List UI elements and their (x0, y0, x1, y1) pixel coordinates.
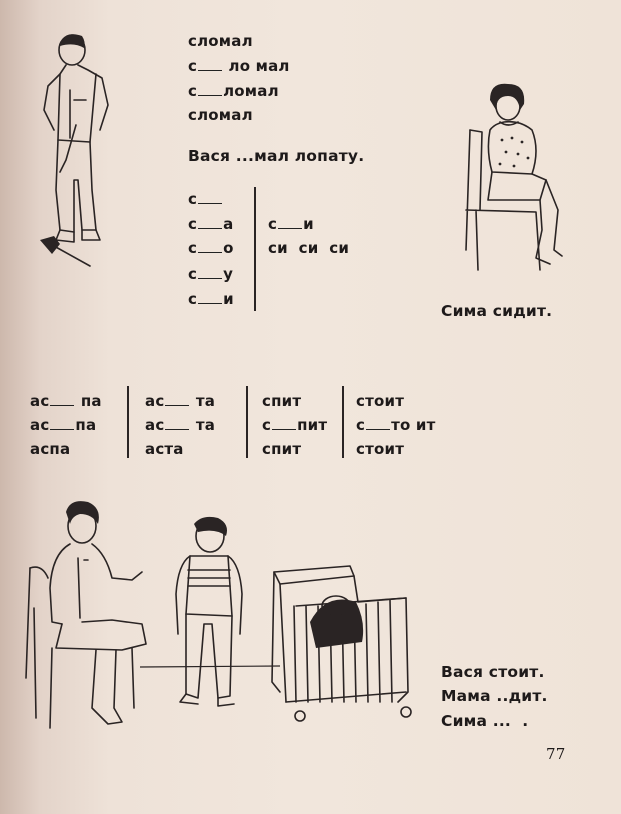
word-slomal-gap-2: с ломал (188, 82, 279, 100)
table-divider-1 (127, 386, 129, 458)
syl: ас (145, 392, 165, 410)
word-slomal-2: сломал (188, 106, 253, 124)
syllable-prefix: с (188, 57, 198, 75)
col-row-1: с (188, 190, 223, 208)
column-divider (254, 187, 256, 311)
syl-pre: с (188, 290, 198, 308)
syl: па (75, 416, 97, 434)
syl: та (195, 416, 216, 434)
table-c2-r2: ас та (145, 416, 215, 434)
syl-post: а (223, 215, 234, 233)
table-c2-r3: аста (145, 440, 184, 458)
syl: ас (30, 392, 50, 410)
syl: па (80, 392, 102, 410)
blank-line (198, 291, 223, 304)
syl-pre: с (188, 265, 198, 283)
syl-pre: с (188, 215, 198, 233)
caption-sima-sidit: Сима сидит. (441, 302, 553, 320)
table-c2-r1: ас та (145, 392, 215, 410)
syl-post: и (303, 215, 314, 233)
syl: та (195, 392, 216, 410)
col-right-row-2: си си си (268, 239, 350, 257)
blank-line (198, 191, 223, 204)
syl: с (262, 416, 272, 434)
blank-line (198, 266, 223, 279)
table-c1-r1: ас па (30, 392, 102, 410)
table-c4-r3: стоит (356, 440, 405, 458)
table-divider-3 (342, 386, 344, 458)
syl: с (356, 416, 366, 434)
word-slomal-gap-1: с ло мал (188, 57, 290, 75)
blank-line (198, 83, 223, 96)
syl-post: и (223, 290, 234, 308)
table-c4-r2: с то ит (356, 416, 436, 434)
blank-line (198, 58, 223, 71)
syl: то ит (391, 416, 436, 434)
boy-standing-illustration (175, 516, 243, 707)
blank-line (272, 417, 297, 430)
syl: ас (145, 416, 165, 434)
table-divider-2 (246, 386, 248, 458)
blank-line (198, 240, 223, 253)
blank-line (50, 393, 75, 406)
blank-line (278, 216, 303, 229)
blank-line (50, 417, 75, 430)
table-c1-r3: аспа (30, 440, 71, 458)
syl: пит (297, 416, 328, 434)
syllable-rest: ло мал (228, 57, 290, 75)
syl-pre: с (188, 239, 198, 257)
baby-in-crib-illustration (271, 565, 412, 722)
boy-with-shovel-illustration (40, 34, 109, 267)
syl-pre: с (188, 190, 198, 208)
blank-line (165, 393, 190, 406)
table-c3-r1: спит (262, 392, 302, 410)
word-slomal-1: сломал (188, 32, 253, 50)
sentence-vasya-stoit: Вася стоит. (441, 663, 545, 681)
blank-line (366, 417, 391, 430)
girl-on-chair-illustration (465, 83, 563, 271)
syllable-rest: ломал (223, 82, 279, 100)
sentence-mama-dit: Мама ..дит. (441, 687, 548, 705)
floor-line (140, 665, 280, 668)
table-c1-r2: ас па (30, 416, 96, 434)
blank-line (198, 216, 223, 229)
table-c3-r2: с пит (262, 416, 327, 434)
page-number: 77 (546, 745, 566, 763)
blank-line (165, 417, 190, 430)
sentence-sima: Сима ... . (441, 712, 529, 730)
syl-post: о (223, 239, 234, 257)
syl-post: у (223, 265, 234, 283)
syl-pre: с (268, 215, 278, 233)
syl: ас (30, 416, 50, 434)
syllable-prefix: с (188, 82, 198, 100)
sentence-vasya-lopatu: Вася ...мал лопату. (188, 147, 365, 165)
mother-on-chair-illustration (25, 501, 147, 729)
table-c4-r1: стоит (356, 392, 405, 410)
table-c3-r3: спит (262, 440, 302, 458)
